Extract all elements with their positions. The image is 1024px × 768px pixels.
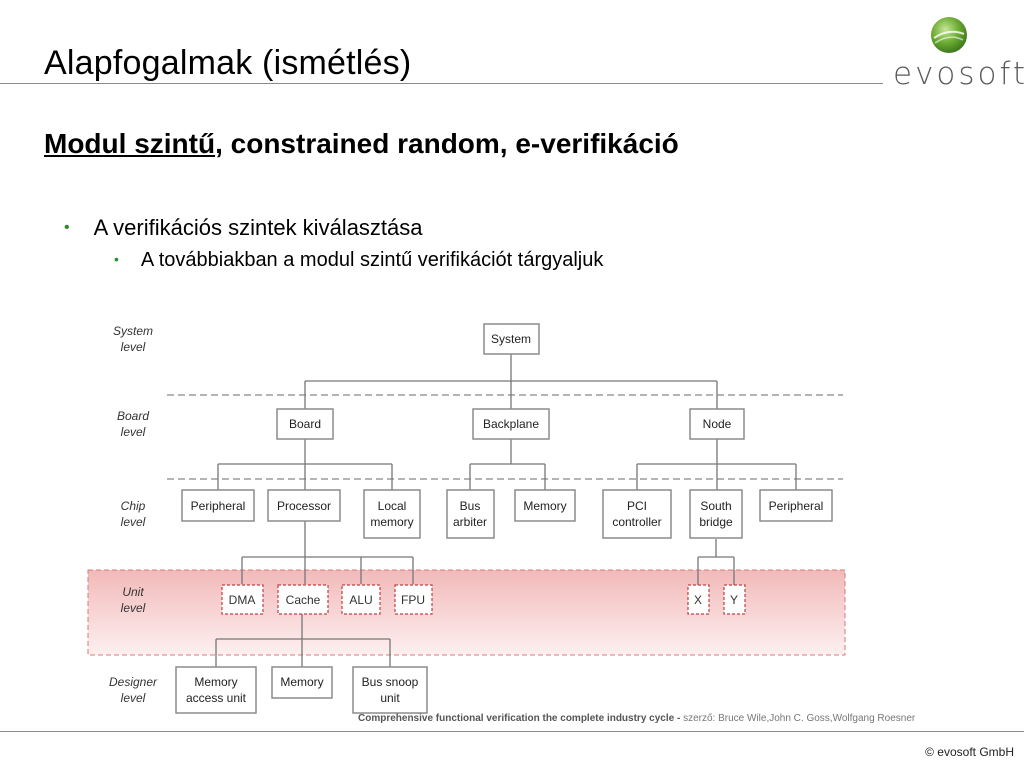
subtitle-underlined-part: Modul szintű bbox=[44, 128, 216, 159]
node-peripheral: Peripheral bbox=[181, 489, 255, 522]
svg-text:FPU: FPU bbox=[401, 593, 425, 607]
svg-text:South: South bbox=[700, 499, 731, 513]
credit-book-title: Comprehensive functional verification th… bbox=[358, 713, 681, 724]
svg-text:level: level bbox=[121, 691, 146, 705]
svg-text:level: level bbox=[121, 601, 146, 615]
node-alu: ALU bbox=[341, 584, 381, 615]
svg-text:Board: Board bbox=[117, 409, 149, 423]
bullet-2-text: A továbbiakban a modul szintű verifikáci… bbox=[140, 249, 604, 271]
node-processor: Processor bbox=[267, 489, 341, 522]
node-pci-controller: PCI controller bbox=[602, 489, 672, 539]
svg-text:Memory: Memory bbox=[280, 675, 323, 689]
svg-text:Backplane: Backplane bbox=[483, 417, 539, 431]
svg-text:PCI: PCI bbox=[627, 499, 647, 513]
svg-text:Chip: Chip bbox=[121, 499, 146, 513]
svg-text:unit: unit bbox=[380, 691, 400, 705]
svg-text:Local: Local bbox=[378, 499, 407, 513]
node-y: Y bbox=[723, 584, 746, 615]
slide-subtitle: Modul szintű, constrained random, e-veri… bbox=[44, 128, 679, 160]
node-dma: DMA bbox=[221, 584, 264, 615]
svg-text:Memory: Memory bbox=[194, 675, 237, 689]
svg-text:Bus snoop: Bus snoop bbox=[362, 675, 419, 689]
svg-text:Processor: Processor bbox=[277, 499, 331, 513]
bullet-dot-icon: • bbox=[114, 251, 119, 267]
tree-connectors bbox=[215, 354, 797, 667]
slide-title: Alapfogalmak (ismétlés) bbox=[44, 44, 412, 82]
node-local-memory: Local memory bbox=[363, 489, 421, 539]
svg-text:X: X bbox=[694, 593, 702, 607]
svg-text:Peripheral: Peripheral bbox=[191, 499, 246, 513]
node-backplane: Backplane bbox=[472, 408, 550, 440]
svg-text:Bus: Bus bbox=[460, 499, 481, 513]
node-memory-designer: Memory bbox=[271, 666, 333, 699]
svg-text:Designer: Designer bbox=[109, 675, 158, 689]
bullet-level-1: • A verifikációs szintek kiválasztása bbox=[64, 215, 423, 241]
title-divider bbox=[0, 83, 883, 84]
svg-text:bridge: bridge bbox=[699, 515, 733, 529]
svg-text:Node: Node bbox=[703, 417, 732, 431]
verification-levels-diagram: System level Board level Chip level Unit… bbox=[87, 323, 846, 714]
level-label-board: Board level bbox=[117, 409, 149, 439]
svg-text:System: System bbox=[113, 324, 153, 338]
evosoft-logo-icon bbox=[931, 17, 967, 53]
svg-text:ALU: ALU bbox=[349, 593, 372, 607]
bullet-dot-icon: • bbox=[64, 219, 70, 236]
svg-text:Unit: Unit bbox=[122, 585, 144, 599]
svg-text:System: System bbox=[491, 332, 531, 346]
node-bus-arbiter: Bus arbiter bbox=[446, 489, 495, 539]
source-credit: Comprehensive functional verification th… bbox=[358, 713, 915, 724]
unit-level-highlight-band bbox=[87, 569, 846, 656]
svg-text:controller: controller bbox=[612, 515, 661, 529]
level-label-unit: Unit level bbox=[121, 585, 146, 615]
copyright-notice: © evosoft GmbH bbox=[925, 745, 1014, 759]
svg-text:arbiter: arbiter bbox=[453, 515, 487, 529]
node-memory-chip: Memory bbox=[514, 489, 576, 522]
node-node: Node bbox=[689, 408, 745, 440]
svg-text:Cache: Cache bbox=[286, 593, 321, 607]
credit-authors: szerző: Bruce Wile,John C. Goss,Wolfgang… bbox=[680, 713, 916, 724]
svg-text:Board: Board bbox=[289, 417, 321, 431]
node-system: System bbox=[483, 323, 540, 355]
node-fpu: FPU bbox=[394, 584, 433, 615]
node-x: X bbox=[687, 584, 710, 615]
svg-text:level: level bbox=[121, 515, 146, 529]
node-peripheral: Peripheral bbox=[759, 489, 833, 522]
svg-text:memory: memory bbox=[370, 515, 413, 529]
level-label-chip: Chip level bbox=[121, 499, 146, 529]
level-label-system: System level bbox=[113, 324, 153, 354]
bullet-1-text: A verifikációs szintek kiválasztása bbox=[93, 215, 423, 240]
footer-divider bbox=[0, 731, 1024, 732]
node-memory-access-unit: Memory access unit bbox=[175, 666, 257, 714]
svg-text:Memory: Memory bbox=[523, 499, 566, 513]
svg-text:DMA: DMA bbox=[229, 593, 256, 607]
node-cache: Cache bbox=[277, 584, 329, 615]
logo-wordmark: evosoft bbox=[893, 56, 1024, 92]
node-board: Board bbox=[276, 408, 334, 440]
svg-text:level: level bbox=[121, 425, 146, 439]
svg-text:Y: Y bbox=[730, 593, 738, 607]
subtitle-rest: , constrained random, e-verifikáció bbox=[215, 128, 679, 159]
node-bus-snoop-unit: Bus snoop unit bbox=[352, 666, 428, 714]
level-label-designer: Designer level bbox=[109, 675, 158, 705]
svg-text:access unit: access unit bbox=[186, 691, 247, 705]
node-south-bridge: South bridge bbox=[689, 489, 743, 539]
svg-text:Peripheral: Peripheral bbox=[769, 499, 824, 513]
bullet-level-2: • A továbbiakban a modul szintű verifikác… bbox=[114, 249, 603, 272]
svg-text:level: level bbox=[121, 340, 146, 354]
